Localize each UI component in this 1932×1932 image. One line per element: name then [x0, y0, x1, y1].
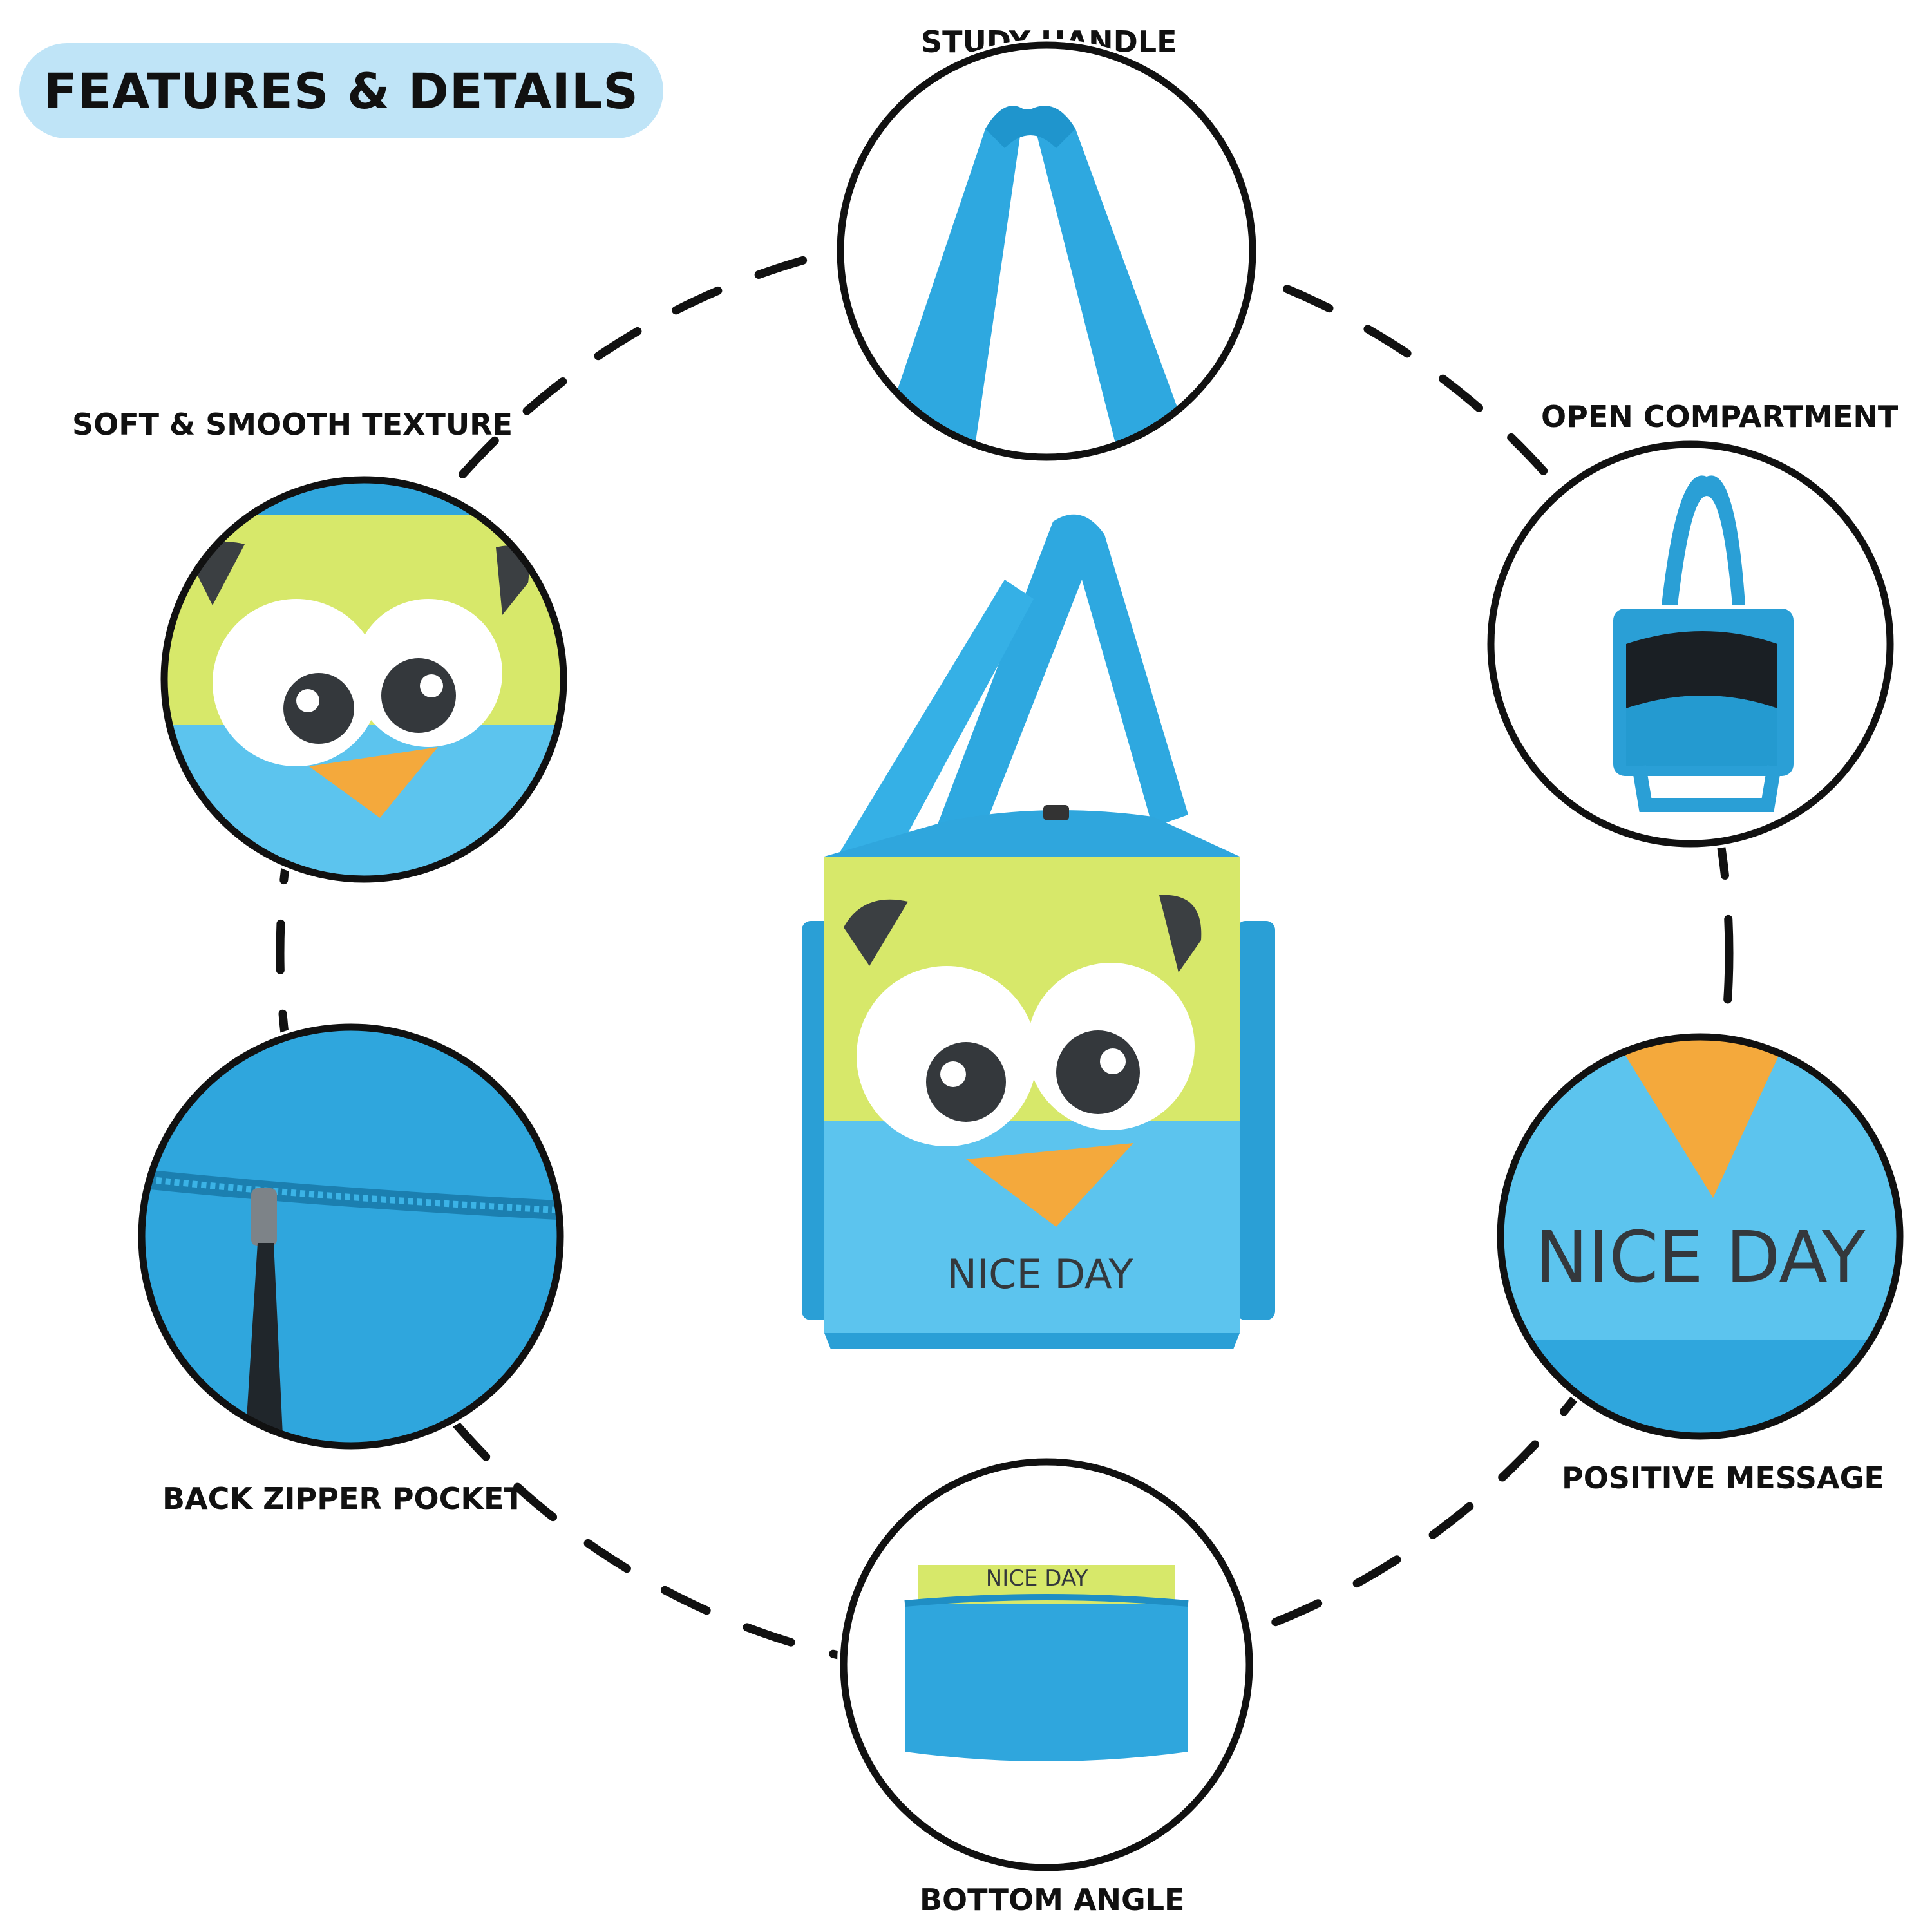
label-soft-texture: SOFT & SMOOTH TEXTURE: [72, 407, 513, 442]
bottom-detail-image: [904, 1565, 1189, 1761]
handle-detail-ring: [837, 41, 1256, 461]
bag-front-print: NICE DAY: [947, 1251, 1133, 1298]
message-detail-ring: [1497, 1033, 1904, 1440]
label-back-zipper: BACK ZIPPER POCKET: [162, 1481, 524, 1516]
label-open-compartment: OPEN COMPARTMENT: [1541, 399, 1899, 434]
handle-detail-image: [873, 106, 1198, 457]
compartment-detail-ring: [1487, 440, 1894, 848]
label-bottom-angle: BOTTOM ANGLE: [920, 1882, 1185, 1917]
texture-detail-ring: [160, 476, 567, 883]
bag-handle-back: [837, 580, 1034, 863]
compartment-detail-image: [1613, 475, 1794, 812]
zipper-detail-image: [142, 1027, 560, 1446]
zipper-detail-ring: [138, 1023, 564, 1450]
bottom-detail-ring: [840, 1458, 1253, 1871]
label-positive-message: POSITIVE MESSAGE: [1562, 1461, 1884, 1495]
texture-detail-image: [164, 480, 564, 879]
product-bag: [802, 514, 1275, 1349]
dashed-ring: [276, 227, 1734, 1679]
bag-handle: [924, 514, 1188, 866]
page-title: FEATURES & DETAILS: [44, 62, 639, 120]
bottom-detail-print: NICE DAY: [986, 1566, 1088, 1591]
message-detail-print: NICE DAY: [1535, 1216, 1866, 1298]
title-badge: FEATURES & DETAILS: [19, 43, 663, 138]
